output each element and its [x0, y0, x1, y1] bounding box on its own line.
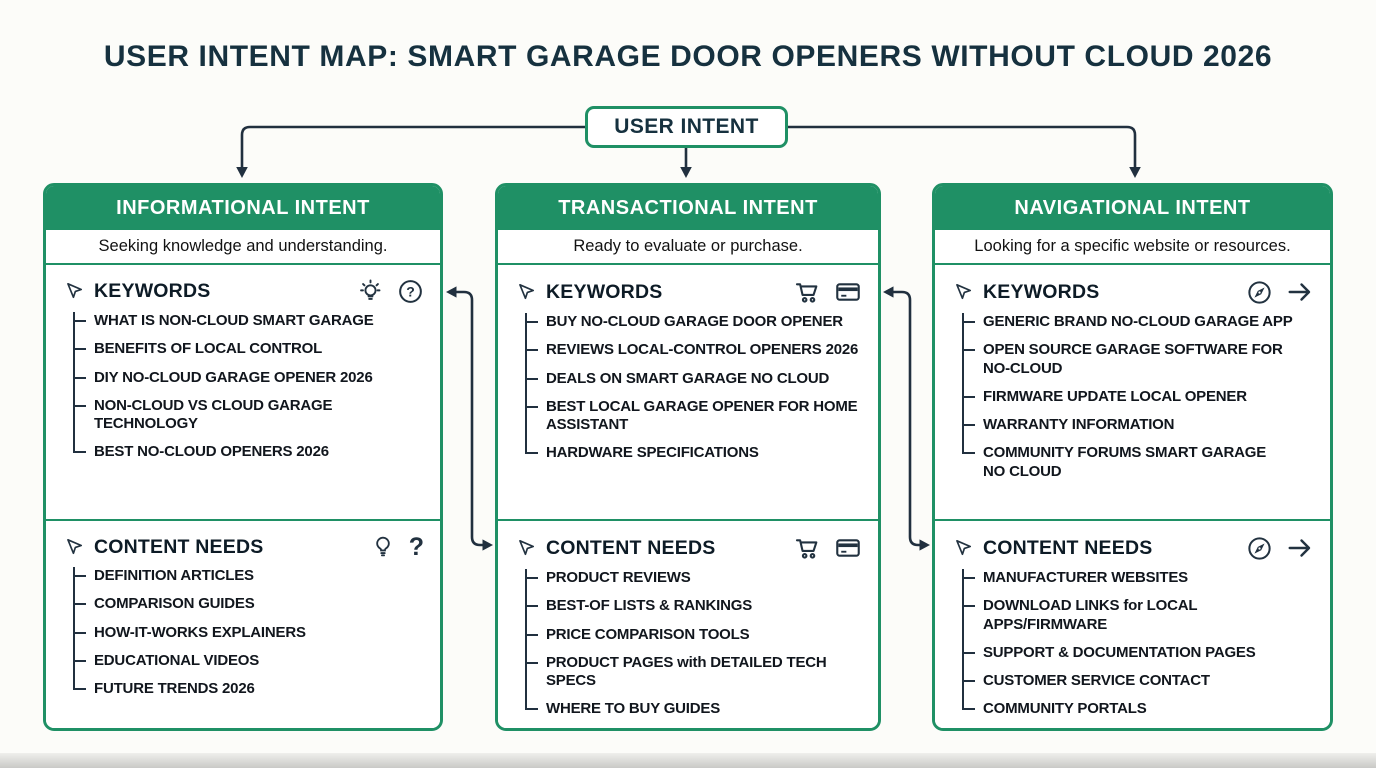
list-item: PRODUCT PAGES with DETAILED TECH SPECS: [525, 653, 866, 701]
section-icons: [1246, 534, 1314, 562]
compass-icon: [1246, 279, 1273, 306]
section-header-row: CONTENT NEEDS?: [64, 534, 428, 560]
lightbulb-icon: [370, 534, 396, 560]
section-title: CONTENT NEEDS: [546, 536, 716, 559]
list-item: SUPPORT & DOCUMENTATION PAGES: [962, 643, 1318, 673]
credit-card-icon: [834, 534, 862, 562]
section-title: KEYWORDS: [546, 280, 663, 303]
compass-icon: [1246, 535, 1273, 562]
list-item: NON-CLOUD VS CLOUD GARAGE TECHNOLOGY: [73, 396, 428, 444]
cursor-icon: [64, 281, 85, 302]
question-mark-icon: ?: [408, 532, 424, 561]
list-item: MANUFACTURER WEBSITES: [962, 569, 1318, 598]
section-title: KEYWORDS: [94, 280, 211, 302]
list-item: WARRANTY INFORMATION: [962, 416, 1318, 445]
list-item: BEST-OF LISTS & RANKINGS: [525, 597, 866, 626]
section-keywords: KEYWORDS GENERIC BRAND NO-CLOUD GARAGE AP…: [935, 265, 1330, 519]
list-item: WHERE TO BUY GUIDES: [525, 700, 866, 728]
section-icons: [1246, 278, 1314, 306]
section-header-row: KEYWORDS?: [64, 278, 428, 305]
list-item: REVIEWS LOCAL-CONTROL OPENERS 2026: [525, 341, 866, 370]
column-subtitle: Ready to evaluate or purchase.: [498, 230, 878, 265]
list-item: PRICE COMPARISON TOOLS: [525, 625, 866, 655]
list-item: COMMUNITY PORTALS: [962, 700, 1318, 728]
list-item: GENERIC BRAND NO-CLOUD GARAGE APP: [962, 313, 1318, 342]
section-icons: [793, 534, 862, 562]
list-item: COMMUNITY FORUMS SMART GARAGE NO CLOUD: [962, 444, 1318, 491]
list-item: COMPARISON GUIDES: [73, 595, 428, 624]
section-title: CONTENT NEEDS: [983, 536, 1153, 559]
list-item: DIY NO-CLOUD GARAGE OPENER 2026: [73, 368, 428, 398]
cursor-icon: [953, 282, 974, 303]
column-subtitle: Seeking knowledge and understanding.: [46, 230, 440, 265]
list-item: OPEN SOURCE GARAGE SOFTWARE FOR NO-CLOUD: [962, 341, 1318, 388]
section-title: CONTENT NEEDS: [94, 535, 264, 558]
section-icons: ?: [357, 278, 424, 305]
section-icons: [793, 278, 862, 306]
user-intent-label: USER INTENT: [614, 115, 759, 138]
list-item: DEALS ON SMART GARAGE NO CLOUD: [525, 369, 866, 399]
question-circle-icon: ?: [397, 278, 424, 305]
column-header: INFORMATIONAL INTENT: [46, 186, 440, 230]
section-title: KEYWORDS: [983, 280, 1100, 303]
credit-card-icon: [834, 278, 862, 306]
section-header-row: KEYWORDS: [516, 278, 866, 306]
cursor-icon: [516, 282, 537, 303]
list-item: FIRMWARE UPDATE LOCAL OPENER: [962, 387, 1318, 417]
column-subtitle: Looking for a specific website or resour…: [935, 230, 1330, 265]
bottom-band: [0, 753, 1376, 768]
cart-icon: [793, 534, 821, 562]
list-item: DOWNLOAD LINKS for LOCAL APPS/FIRMWARE: [962, 597, 1318, 644]
list-item: BENEFITS OF LOCAL CONTROL: [73, 340, 428, 369]
list-item: WHAT IS NON-CLOUD SMART GARAGE: [73, 312, 428, 341]
section-icons: ?: [370, 534, 424, 560]
cursor-icon: [516, 538, 537, 559]
section-header-row: CONTENT NEEDS: [953, 534, 1318, 562]
cursor-icon: [953, 538, 974, 559]
arrow-right-icon: [1286, 278, 1314, 306]
lightbulb-sparkle-icon: [357, 278, 384, 305]
list-item: HOW-IT-WORKS EXPLAINERS: [73, 623, 428, 653]
list-item: CUSTOMER SERVICE CONTACT: [962, 672, 1318, 701]
list-item: BEST NO-CLOUD OPENERS 2026: [73, 443, 428, 471]
arrow-right-icon: [1286, 534, 1314, 562]
list-item: FUTURE TRENDS 2026: [73, 680, 428, 708]
list-item: PRODUCT REVIEWS: [525, 569, 866, 598]
section-header-row: CONTENT NEEDS: [516, 534, 866, 562]
cursor-icon: [64, 537, 85, 558]
list-item: HARDWARE SPECIFICATIONS: [525, 444, 866, 472]
column-header: TRANSACTIONAL INTENT: [498, 186, 878, 230]
list-item: BEST LOCAL GARAGE OPENER FOR HOME ASSIST…: [525, 397, 866, 445]
user-intent-node: USER INTENT: [585, 106, 788, 148]
list-item: DEFINITION ARTICLES: [73, 567, 428, 596]
list-item: EDUCATIONAL VIDEOS: [73, 651, 428, 681]
page-title: USER INTENT MAP: SMART GARAGE DOOR OPENE…: [103, 40, 1273, 73]
svg-text:?: ?: [406, 283, 415, 299]
list-item: BUY NO-CLOUD GARAGE DOOR OPENER: [525, 313, 866, 342]
cart-icon: [793, 278, 821, 306]
section-header-row: KEYWORDS: [953, 278, 1318, 306]
column-header: NAVIGATIONAL INTENT: [935, 186, 1330, 230]
